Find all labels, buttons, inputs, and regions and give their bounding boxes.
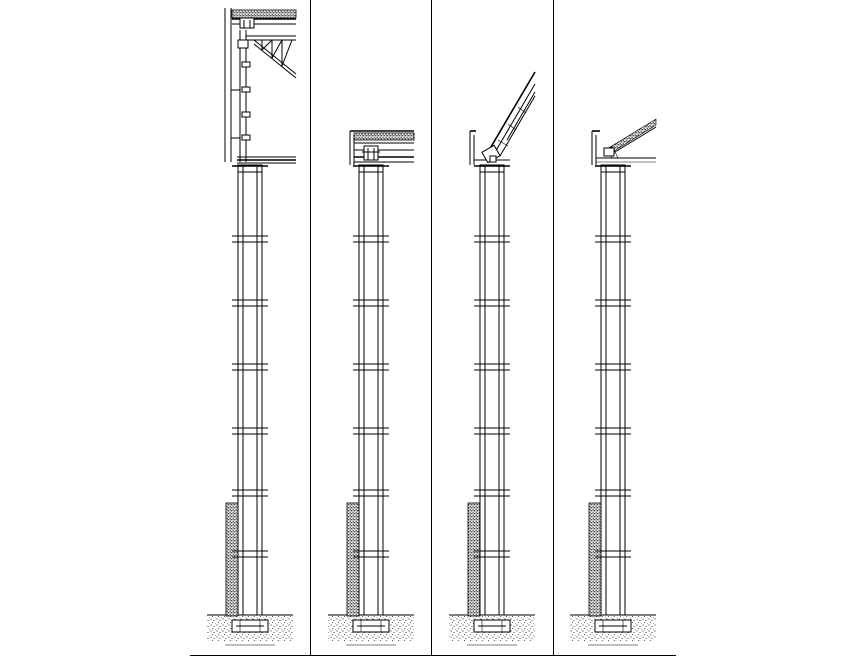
backfill bbox=[588, 502, 602, 617]
sloped-roof-d bbox=[591, 118, 657, 165]
section-d bbox=[570, 118, 657, 646]
section-b bbox=[328, 130, 415, 646]
roof-slab-b bbox=[349, 130, 415, 165]
backfill bbox=[467, 502, 481, 617]
section-c bbox=[449, 71, 536, 646]
backfill bbox=[225, 502, 239, 617]
sloped-roof-c bbox=[469, 71, 536, 165]
backfill bbox=[346, 502, 360, 617]
column-c bbox=[474, 164, 510, 616]
section-a bbox=[207, 8, 297, 646]
column-a bbox=[232, 164, 268, 616]
upper-frame-a bbox=[224, 8, 297, 164]
column-d bbox=[595, 164, 631, 616]
column-b bbox=[353, 164, 389, 616]
